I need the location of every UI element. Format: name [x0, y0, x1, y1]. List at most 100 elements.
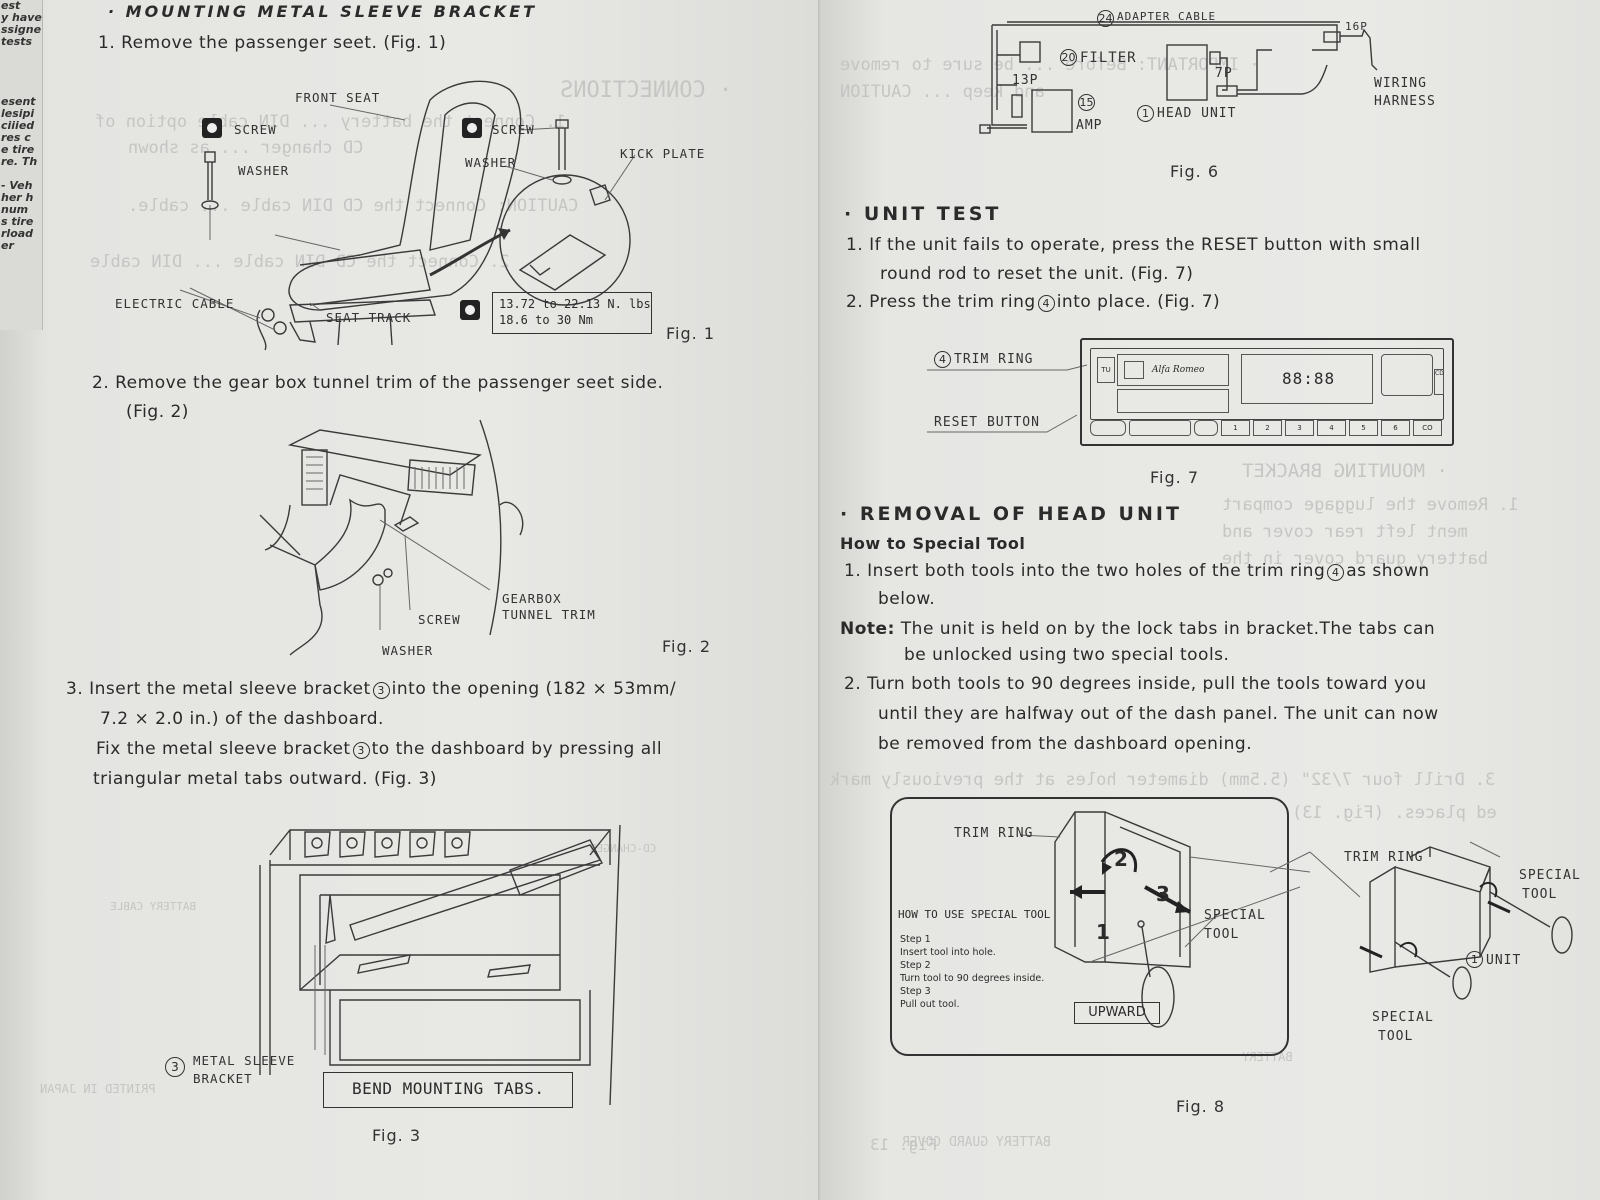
margin-strip-line	[0, 168, 43, 180]
removal-step-2-cont-2: be removed from the dashboard opening.	[878, 734, 1253, 754]
margin-strip-line: re. Th	[1, 156, 38, 168]
seek-buttons[interactable]	[1129, 420, 1191, 436]
margin-strip-line: rload	[1, 228, 34, 240]
margin-strip-line: esent	[1, 96, 36, 108]
fig8-inset-box	[890, 797, 1289, 1056]
callout-4-fig7: 4	[934, 351, 951, 368]
mute-button[interactable]	[1194, 420, 1218, 436]
step-2-ref: (Fig. 2)	[126, 402, 189, 422]
torque-line-1: 13.72 to 22.13 N. lbs	[499, 297, 651, 311]
control-row[interactable]	[1117, 389, 1229, 413]
label-tunnel-trim: TUNNEL TRIM	[502, 607, 596, 622]
callout-20: 20	[1060, 49, 1077, 66]
step-3-text-a: 3. Insert the metal sleeve bracket	[66, 679, 371, 699]
section-title-removal: · REMOVAL OF HEAD UNIT	[840, 503, 1182, 525]
label-kick-plate: KICK PLATE	[620, 146, 706, 161]
margin-strip-line: lesipi	[1, 108, 35, 120]
fig3-illustration	[259, 824, 621, 1106]
fig1-caption: Fig. 1	[666, 324, 715, 343]
subheading-how-to: How to Special Tool	[840, 534, 1026, 553]
label-fig2-screw: SCREW	[418, 612, 461, 627]
margin-strip-line: est	[1, 0, 21, 12]
fig6-caption: Fig. 6	[1170, 162, 1219, 181]
brand-logo: Alfa Romeo	[1152, 365, 1205, 375]
label-head-unit: HEAD UNIT	[1157, 106, 1237, 121]
label-tool-right: TOOL	[1522, 887, 1558, 902]
section-title-mounting: · MOUNTING METAL SLEEVE BRACKET	[108, 2, 538, 21]
preset-button[interactable]: CO	[1413, 420, 1442, 436]
label-tool: TOOL	[1204, 927, 1240, 942]
label-unit: UNIT	[1486, 953, 1522, 968]
preset-button[interactable]: 1	[1221, 420, 1250, 436]
callout-15: 15	[1078, 94, 1095, 111]
fig6-wiring-diagram	[979, 21, 1378, 134]
preset-button[interactable]: 3	[1285, 420, 1314, 436]
how-to-steps: Step 1 Insert tool into hole. Step 2 Tur…	[900, 933, 1044, 1011]
reset-button[interactable]	[1090, 420, 1126, 436]
label-13p: 13P	[1012, 73, 1039, 88]
label-tool-bottom: TOOL	[1378, 1029, 1414, 1044]
note-line-2: be unlocked using two special tools.	[904, 645, 1230, 665]
torque-line-2: 18.6 to 30 Nm	[499, 313, 593, 327]
label-filter: FILTER	[1080, 50, 1137, 66]
label-fig2-washer: WASHER	[382, 643, 434, 658]
unit-test-step-1: 1. If the unit fails to operate, press t…	[846, 235, 1421, 255]
label-16p: 16P	[1345, 20, 1368, 33]
ghost-text: Fig. 13	[870, 1135, 938, 1154]
fig1-illustration	[179, 80, 636, 351]
callout-3-fig3: 3	[165, 1057, 185, 1077]
button-cd[interactable]: CD	[1434, 369, 1444, 395]
label-wiring: WIRING	[1374, 76, 1427, 91]
fig8-illustration	[1019, 811, 1573, 1028]
right-page: · IMPORTANT: Before ... be sure to remov…	[822, 0, 1600, 1200]
unit-test-step-1-cont: round rod to reset the unit. (Fig. 7)	[880, 264, 1194, 284]
label-metal-sleeve: METAL SLEEVE	[193, 1053, 296, 1068]
margin-strip-line: ssigne	[1, 24, 42, 36]
callout-3: 3	[352, 742, 370, 759]
section-title-unit-test: · UNIT TEST	[844, 203, 1002, 225]
how-to-step-2-text: Turn tool to 90 degrees inside.	[900, 973, 1045, 984]
fig8-caption: Fig. 8	[1176, 1097, 1225, 1116]
removal-step-2: 2. Turn both tools to 90 degrees inside,…	[844, 674, 1427, 694]
display-readout: 88:88	[1282, 369, 1336, 388]
fig2-caption: Fig. 2	[662, 637, 711, 656]
label-special-bottom: SPECIAL	[1372, 1010, 1434, 1025]
volume-knob[interactable]	[1381, 354, 1433, 396]
preset-button[interactable]: 5	[1349, 420, 1378, 436]
how-to-step-1: Step 1	[900, 934, 931, 945]
margin-strip-line	[0, 84, 43, 96]
label-screw-right: SCREW	[492, 122, 535, 137]
margin-strip-line	[0, 60, 43, 72]
step-2-text: 2. Remove the gear box tunnel trim of th…	[92, 373, 664, 393]
screw-symbol-icon	[202, 118, 222, 138]
label-fig8-trim-ring-right: TRIM RING	[1344, 850, 1424, 865]
step-1-text: 1. Remove the passenger seet. (Fig. 1)	[98, 33, 447, 53]
label-seat-track: SEAT TRACK	[326, 310, 412, 325]
fig3-caption: Fig. 3	[372, 1126, 421, 1145]
note-label: Note:	[840, 619, 895, 639]
ghost-text: ment left rear cover and	[1222, 522, 1468, 542]
label-fig8-trim-ring: TRIM RING	[954, 826, 1034, 841]
preset-button[interactable]: 4	[1317, 420, 1346, 436]
button-tu[interactable]: TU	[1097, 357, 1115, 383]
how-to-use-heading: HOW TO USE SPECIAL TOOL	[898, 908, 1051, 921]
how-to-step-1-text: Insert tool into hole.	[900, 947, 996, 958]
margin-strip-line: ciiied	[1, 120, 35, 132]
preset-button[interactable]: 6	[1381, 420, 1410, 436]
preset-button[interactable]: 2	[1253, 420, 1282, 436]
removal-step-1-cont: below.	[878, 589, 936, 609]
ghost-text: 1. Remove the luggage compart	[1222, 495, 1519, 515]
unit-test-step-2-b: into place. (Fig. 7)	[1056, 292, 1221, 312]
step-3-text-b: into the opening (182 × 53mm/	[391, 679, 677, 699]
note-text-1: The unit is held on by the lock tabs in …	[900, 619, 1436, 639]
callout-3: 3	[372, 682, 390, 699]
margin-strip-line: - Veh	[1, 180, 33, 192]
label-special: SPECIAL	[1204, 908, 1266, 923]
left-page: · CONNECTIONS 1. Connect the battery ...…	[0, 0, 822, 1200]
margin-strip-line: her h	[1, 192, 34, 204]
label-washer-right: WASHER	[465, 155, 517, 170]
